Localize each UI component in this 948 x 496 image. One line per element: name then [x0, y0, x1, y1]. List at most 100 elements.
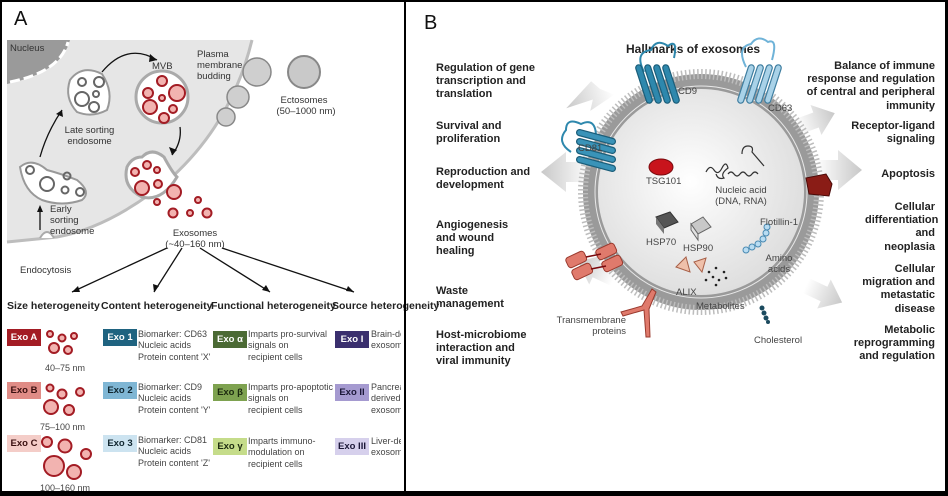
- amino-acids-icon: [742, 223, 771, 254]
- size-heterogeneity-heading: Size heterogeneity: [7, 300, 100, 312]
- cd63-protein: [737, 37, 782, 104]
- hsp90-label: HSP90: [683, 243, 714, 254]
- exo-a-badge: Exo A: [7, 329, 41, 346]
- cd63-label: CD63: [768, 103, 793, 114]
- transmembrane-complex-icon: [565, 242, 624, 281]
- panel-b: B Hallmarks of exosomes: [404, 2, 947, 491]
- source-heterogeneity-heading: Source heterogeneity: [332, 300, 440, 312]
- hallmark-left-5: Waste management: [436, 285, 504, 311]
- exo-c-badge: Exo C: [7, 435, 41, 452]
- exosomes-label: Exosomes: [172, 228, 218, 239]
- hallmark-right-4: Cellular differentiation and neoplasia: [865, 201, 939, 253]
- arrow-content: [153, 247, 183, 293]
- ectosomes-size-label: (50–1000 nm): [276, 106, 336, 117]
- mvb-label: MVB: [152, 61, 173, 72]
- plasma-membrane-budding-label: Plasma membrane budding: [197, 49, 243, 82]
- exo-beta-badge: Exo β: [213, 384, 247, 401]
- hallmark-right-3: Apoptosis: [881, 168, 935, 180]
- nucleic-acid-sub-label: (DNA, RNA): [715, 196, 767, 207]
- exo-gamma-badge: Exo γ: [213, 438, 247, 455]
- hallmark-left-3: Reproduction and development: [436, 166, 531, 192]
- exosome-diagram: [541, 37, 862, 338]
- nuclear-envelope: [9, 41, 70, 84]
- ectosomes-label: Ectosomes: [280, 95, 328, 106]
- exo-alpha-badge: Exo α: [213, 331, 247, 348]
- biogenesis-diagram: [6, 39, 355, 293]
- exo-iii-badge: Exo III: [335, 438, 369, 455]
- arrow-right-bottom: [802, 278, 843, 309]
- transmembrane-label: Transmembrane proteins: [556, 315, 626, 337]
- exo-1-badge: Exo 1: [103, 329, 137, 346]
- size-vesicles: [41, 330, 92, 480]
- exo-2-badge: Exo 2: [103, 382, 137, 399]
- endocytosis-pit: [39, 231, 55, 239]
- panel-a: A: [2, 2, 439, 493]
- hallmark-right-6: Metabolic reprogramming and regulation: [853, 324, 935, 363]
- arrow-left-top: [566, 81, 615, 111]
- exo-c-size: 100–160 nm: [40, 483, 91, 493]
- hallmark-right-2: Receptor-ligand signaling: [851, 120, 935, 146]
- exo-b-badge: Exo B: [7, 382, 41, 399]
- transmembrane-receptor-icon: [620, 288, 657, 338]
- nucleic-acid-icon: [705, 145, 765, 180]
- hallmark-left-4: Angiogenesis and wound healing: [436, 219, 509, 258]
- hallmark-right-1: Balance of immune response and regulatio…: [806, 60, 935, 112]
- exo-b-size: 75–100 nm: [40, 422, 86, 432]
- metabolites-label: Metabolites: [696, 301, 745, 312]
- exosomes-size-label: (~40–160 nm): [165, 239, 225, 250]
- exo-i-desc: Brain-derivedexosomes: [371, 329, 401, 351]
- nucleus-label: Nucleus: [10, 43, 45, 54]
- alix-label: ALIX: [676, 287, 697, 298]
- nucleic-acid-label: Nucleic acid: [715, 185, 767, 196]
- cd81-label: CD81: [578, 143, 603, 154]
- arrow-functional: [199, 247, 271, 293]
- late-sorting-endosome-label: Late sorting endosome: [64, 125, 115, 147]
- exo-i-badge: Exo I: [335, 331, 369, 348]
- cholesterol-label: Cholesterol: [754, 335, 803, 346]
- hsp90-icon: [690, 216, 712, 242]
- hallmark-left-6: Host-microbiome interaction and viral im…: [436, 329, 527, 368]
- tsg101-label: TSG101: [646, 176, 682, 187]
- arrow-size: [71, 247, 168, 293]
- exo-3-badge: Exo 3: [103, 435, 137, 452]
- hallmark-right-5: Cellular migration and metastatic diseas…: [862, 263, 935, 315]
- exo-a-size: 40–75 nm: [45, 363, 86, 373]
- tsg101-icon: [648, 158, 674, 176]
- content-heterogeneity-heading: Content heterogeneity: [101, 300, 213, 312]
- exosome-lumen: [598, 89, 804, 295]
- early-sorting-endosome-label: Early sorting endosome: [50, 204, 95, 237]
- functional-heterogeneity-heading: Functional heterogeneity: [211, 300, 336, 312]
- exo-ii-badge: Exo II: [335, 384, 369, 401]
- cd81-protein: [561, 120, 617, 172]
- exo-iii-desc: Liver-derivedexosomes: [371, 436, 401, 458]
- ectosome: [287, 55, 321, 89]
- hallmarks-title: Hallmarks of exosomes: [626, 42, 761, 56]
- nucleus-shape: [7, 40, 70, 84]
- hsp70-icon: [655, 211, 679, 234]
- flotillin-icon: [805, 173, 833, 197]
- budding-vesicle: [216, 107, 236, 127]
- panel-b-letter: B: [424, 12, 438, 34]
- cd9-protein: [635, 41, 680, 104]
- flotillin-label: Flotillin-1: [760, 217, 799, 228]
- cholesterol-icon: [759, 305, 770, 324]
- metabolites-icon: [704, 266, 728, 287]
- panel-a-letter: A: [14, 8, 28, 30]
- arrow-source: [221, 247, 355, 293]
- hsp70-label: HSP70: [646, 237, 677, 248]
- hallmark-left-1: Regulation of gene transcription and tra…: [436, 62, 535, 101]
- arrow-right-top: [794, 104, 835, 136]
- cd9-label: CD9: [678, 86, 698, 97]
- alix-icon: [675, 256, 707, 274]
- budding-vesicle: [226, 85, 250, 109]
- budding-vesicle: [242, 57, 272, 87]
- exo-ii-desc: Pancreas-derivedexosomes: [371, 382, 401, 415]
- endocytosis-label: Endocytosis: [20, 265, 72, 276]
